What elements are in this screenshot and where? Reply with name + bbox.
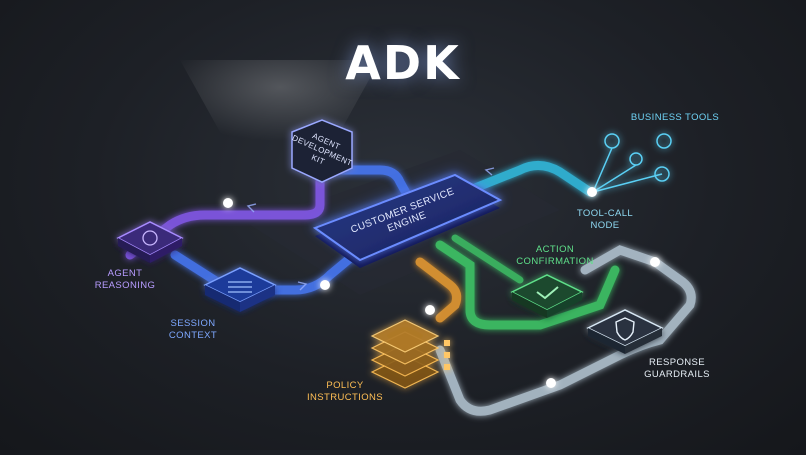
path-engine-policy bbox=[415, 257, 462, 323]
database-icon bbox=[656, 133, 672, 149]
guardrails-node bbox=[586, 309, 664, 354]
brain-icon bbox=[142, 230, 158, 246]
server-icon bbox=[228, 281, 252, 293]
page-title: ADK bbox=[345, 36, 461, 90]
tool-call-node-label: TOOL-CALL NODE bbox=[576, 208, 634, 231]
gear-icon-2 bbox=[654, 166, 670, 182]
session-context-label: SESSION CONTEXT bbox=[168, 318, 218, 341]
path-engine-confirmation bbox=[435, 240, 620, 330]
business-tools-node bbox=[592, 133, 672, 193]
session-node bbox=[203, 267, 277, 312]
agent-reasoning-label: AGENT REASONING bbox=[94, 268, 156, 291]
path-engine-confirmation-2 bbox=[451, 234, 524, 284]
business-tools-label: BUSINESS TOOLS bbox=[630, 112, 720, 123]
lock-icon-3 bbox=[444, 364, 450, 370]
confirmation-node bbox=[510, 274, 584, 318]
lock-icon bbox=[444, 340, 450, 346]
lock-icon-2 bbox=[444, 352, 450, 358]
flow-arrows bbox=[246, 167, 495, 291]
agent-kit-node bbox=[291, 119, 353, 183]
wrench-icon bbox=[629, 152, 643, 166]
path-kit-engine bbox=[325, 165, 415, 205]
policy-node bbox=[370, 319, 450, 389]
path-kit-reasoning bbox=[125, 155, 325, 260]
path-reasoning-session bbox=[170, 245, 365, 295]
shield-icon bbox=[615, 317, 635, 341]
gear-icon bbox=[604, 133, 620, 149]
action-confirmation-label: ACTION CONFIRMATION bbox=[516, 244, 594, 267]
check-icon bbox=[536, 286, 559, 300]
policy-instructions-label: POLICY INSTRUCTIONS bbox=[306, 380, 384, 403]
path-engine-toolcall bbox=[465, 161, 595, 197]
junction-dots bbox=[223, 187, 660, 388]
reasoning-node bbox=[116, 221, 184, 263]
engine-node bbox=[310, 170, 505, 268]
response-guardrails-label: RESPONSE GUARDRAILS bbox=[644, 357, 710, 380]
